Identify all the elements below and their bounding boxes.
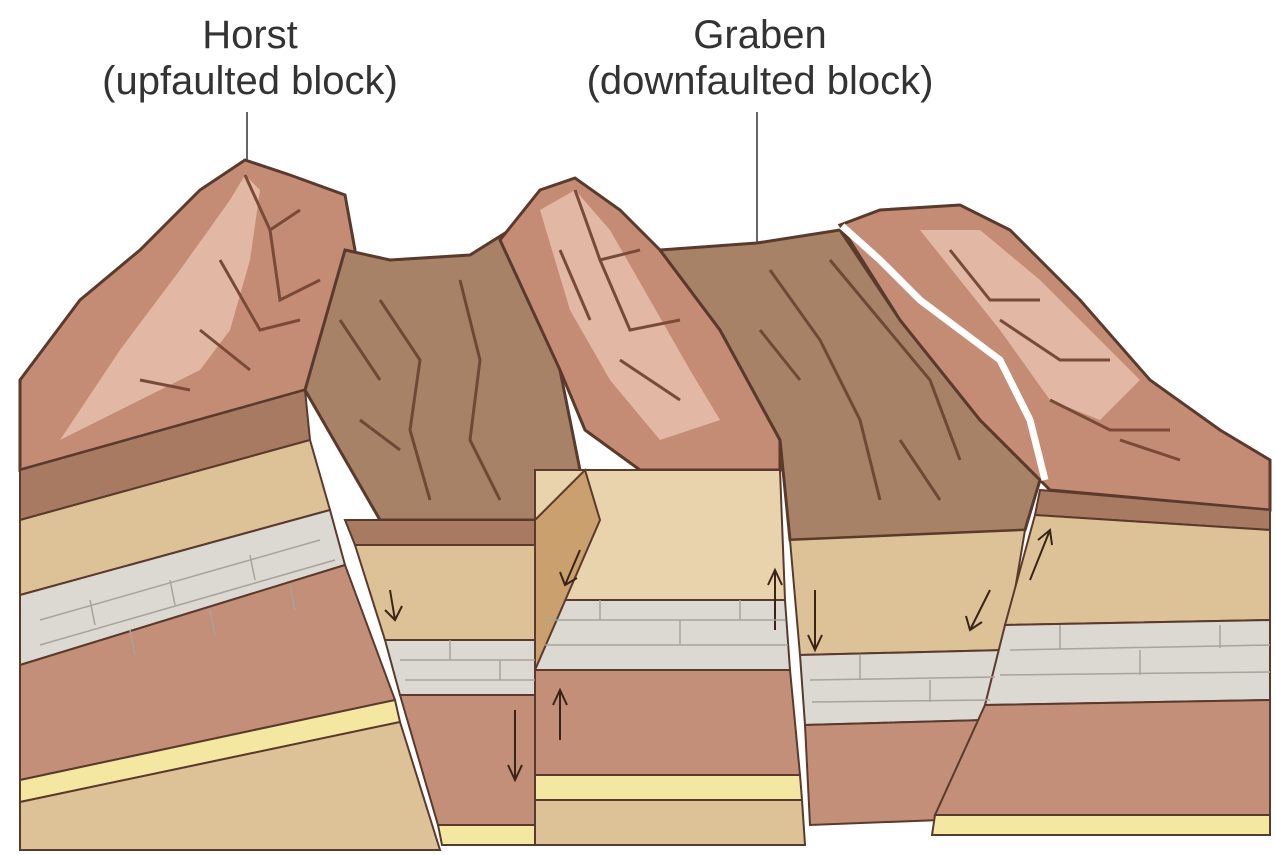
central-horst-base [535, 800, 805, 845]
right-horst-coal-seam [932, 815, 1270, 835]
central-horst-shale [535, 670, 800, 775]
first-graben-top-band [345, 520, 535, 545]
first-graben-limestone [385, 640, 535, 695]
second-graben-limestone [800, 650, 1005, 725]
central-horst-limestone [535, 600, 790, 670]
right-horst-shale [935, 700, 1270, 815]
central-horst-coal-seam [535, 775, 802, 800]
first-graben-sandstone [355, 545, 535, 640]
right-horst-limestone [985, 620, 1270, 705]
first-graben-coal-seam [438, 825, 535, 845]
right-horst-sandstone [1005, 515, 1270, 625]
